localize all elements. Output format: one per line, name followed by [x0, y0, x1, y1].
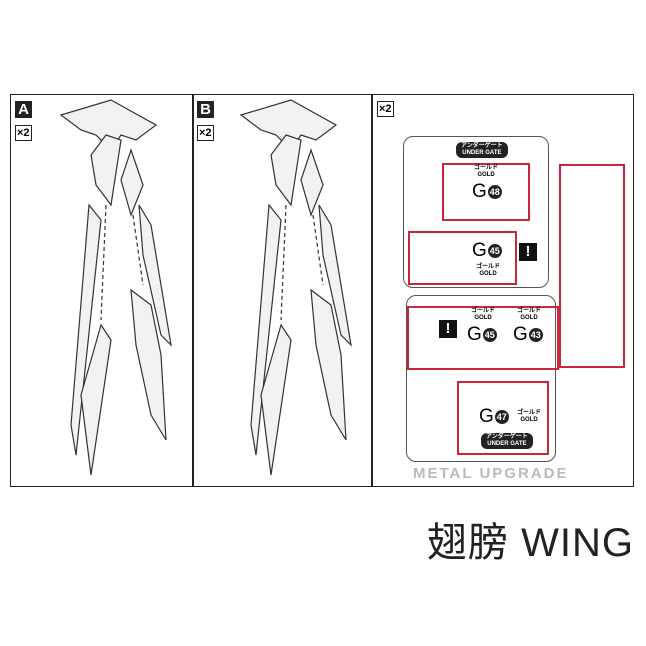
- color-en: GOLD: [477, 172, 495, 178]
- color-en: GOLD: [479, 271, 497, 277]
- runner: G: [467, 324, 482, 345]
- runner: G: [472, 240, 487, 261]
- runner: G: [479, 406, 494, 427]
- watermark: METAL UPGRADE: [413, 465, 569, 482]
- page-title: 翅膀 WING: [427, 521, 634, 565]
- color-jp: ゴールド: [471, 308, 496, 314]
- gate-jp: アンダーゲート: [486, 434, 528, 440]
- warning-icon: !: [439, 320, 457, 338]
- gate-en: UNDER GATE: [462, 150, 502, 156]
- divider: [192, 95, 194, 486]
- warning-icon: !: [519, 243, 537, 261]
- step-letter: B: [197, 101, 214, 118]
- number: 48: [487, 185, 502, 199]
- color-en: GOLD: [520, 315, 538, 321]
- quantity-badge: ×2: [197, 125, 214, 141]
- assembled-part-box: [559, 164, 625, 368]
- panel-a: A ×2: [11, 95, 192, 486]
- quantity-badge: ×2: [15, 125, 32, 141]
- quantity-badge: ×2: [377, 101, 394, 117]
- number: 47: [494, 410, 509, 424]
- color-jp: ゴールド: [517, 308, 542, 314]
- gate-en: UNDER GATE: [487, 441, 527, 447]
- number: 45: [487, 244, 502, 258]
- runner: G: [472, 181, 487, 202]
- gate-jp: アンダーゲート: [461, 143, 503, 149]
- color-en: GOLD: [520, 417, 538, 423]
- color-jp: ゴールド: [517, 410, 542, 416]
- color-jp: ゴールド: [476, 264, 501, 270]
- wing-drawings: [59, 99, 352, 476]
- number: 43: [528, 328, 543, 342]
- number: 45: [482, 328, 497, 342]
- color-en: GOLD: [474, 315, 492, 321]
- panel-b: B ×2: [193, 95, 371, 486]
- divider: [371, 95, 373, 486]
- wing-assembly-a: [59, 99, 172, 476]
- color-jp: ゴールド: [474, 165, 499, 171]
- runner: G: [513, 324, 528, 345]
- step-letter: A: [15, 101, 32, 118]
